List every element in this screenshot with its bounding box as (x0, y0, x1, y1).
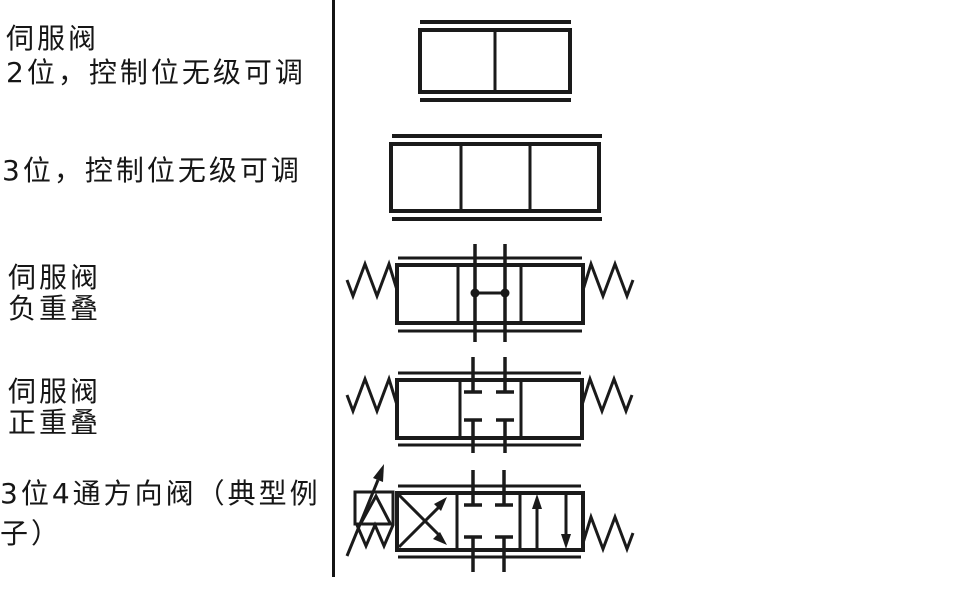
valve-body-3pos (395, 491, 585, 552)
valve-body-3pos (389, 142, 601, 213)
symbol-servo-positive-overlap (345, 357, 634, 453)
label-line: 伺服阀 (6, 22, 100, 55)
parallel-flow-arrows (532, 494, 571, 549)
crossed-flow-arrows (397, 493, 447, 549)
label-line: 3位4通方向阀（典型例 (0, 477, 321, 510)
label-line: 3位，控制位无级可调 (2, 154, 302, 187)
symbol-servo-negative-overlap (345, 244, 635, 342)
label-line: 子） (0, 517, 63, 550)
junction-dot (470, 288, 480, 298)
symbol-3position-infinite-adjust (389, 134, 602, 221)
symbol-2position-infinite-adjust (418, 20, 572, 102)
adjustment-arrow-head (373, 464, 384, 482)
flow-arrow-head-up (532, 494, 542, 509)
label-line: 正重叠 (8, 406, 102, 439)
spring-icon-right (580, 374, 634, 416)
flow-arrow-head-up (434, 497, 447, 511)
row-label-servo-negative-overlap: 伺服阀 负重叠 (8, 262, 101, 324)
flow-line-down (397, 493, 442, 538)
label-line: 伺服阀 (8, 375, 102, 408)
flow-line-up (397, 504, 442, 549)
spring-icon-under-solenoid (355, 521, 395, 550)
spring-icon-left (345, 374, 399, 416)
blocked-centre-ports (464, 470, 513, 572)
spring-icon-right (581, 259, 635, 301)
junction-dot (500, 288, 510, 298)
spring-icon-left (345, 259, 399, 301)
valve-body-3pos (395, 378, 584, 440)
proportional-solenoid-icon (345, 464, 395, 557)
row-label-3pos-4way: 3位4通方向阀（典型例 子） (0, 474, 321, 554)
label-line: 伺服阀 (8, 261, 102, 294)
row-label-servo-2pos: 伺服阀 2位，控制位无级可调 (6, 22, 306, 90)
valve-body-3pos (395, 263, 585, 325)
column-divider-line (332, 0, 335, 577)
row-label-3pos: 3位，控制位无级可调 (2, 154, 302, 188)
label-line: 负重叠 (8, 292, 102, 325)
adjustment-arrow-shaft (345, 479, 380, 557)
symbol-3pos-4way-directional-valve (345, 464, 635, 572)
flow-arrow-head-down (561, 534, 571, 549)
spring-icon-right (581, 512, 635, 554)
row-label-servo-positive-overlap: 伺服阀 正重叠 (8, 376, 101, 438)
flow-arrow-head-down (433, 532, 447, 545)
valve-symbols-canvas (345, 20, 635, 572)
solenoid-core-lines (359, 492, 392, 524)
label-line: 2位，控制位无级可调 (6, 56, 306, 89)
